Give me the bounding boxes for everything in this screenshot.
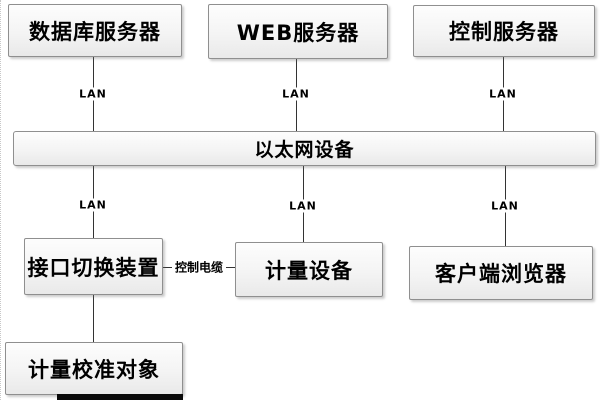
node-calibration-object: 计量校准对象 xyxy=(5,342,183,395)
node-web-server: WEB服务器 xyxy=(208,4,388,59)
node-interface-switch: 接口切换装置 xyxy=(24,238,163,295)
node-metering-device: 计量设备 xyxy=(235,242,383,297)
node-ethernet-device-bar: 以太网设备 xyxy=(13,131,596,166)
lan-label: LAN xyxy=(77,198,109,212)
node-client-browser: 客户端浏览器 xyxy=(409,246,593,300)
lan-label: LAN xyxy=(280,87,312,101)
edge-interface-to-calibration xyxy=(93,295,94,342)
lan-label: LAN xyxy=(77,87,109,101)
bottom-edge-bar xyxy=(57,394,183,400)
lan-label: LAN xyxy=(489,199,521,213)
lan-label: LAN xyxy=(487,87,519,101)
node-control-server: 控制服务器 xyxy=(413,5,595,57)
left-dotted-edge xyxy=(0,0,1,400)
node-database-server: 数据库服务器 xyxy=(8,4,182,57)
lan-label: LAN xyxy=(287,199,319,213)
control-cable-label: 控制电缆 xyxy=(171,258,227,276)
